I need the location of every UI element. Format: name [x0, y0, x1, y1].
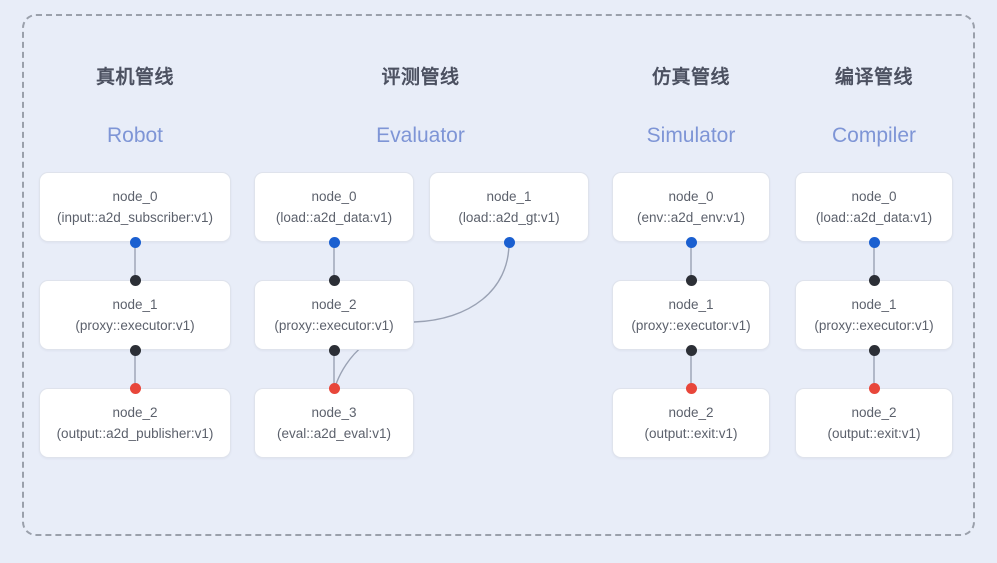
node-simulator-2[interactable]: node_2 (output::exit:v1) [612, 388, 770, 458]
node-simulator-1[interactable]: node_1 (proxy::executor:v1) [612, 280, 770, 350]
node-label-type: (output::a2d_publisher:v1) [56, 426, 214, 441]
node-label-name: node_3 [311, 405, 357, 420]
node-label-type: (load::a2d_gt:v1) [458, 210, 560, 225]
node-label-name: node_0 [112, 189, 158, 204]
node-robot-1[interactable]: node_1 (proxy::executor:v1) [39, 280, 231, 350]
port-input-robot-1[interactable] [130, 275, 141, 286]
column-title-cn-simulator: 仿真管线 [651, 67, 730, 88]
node-compiler-1[interactable]: node_1 (proxy::executor:v1) [795, 280, 953, 350]
node-label-name: node_1 [668, 297, 714, 312]
column-title-cn-compiler: 编译管线 [834, 67, 913, 88]
column-title-en-compiler: Compiler [831, 124, 917, 147]
node-label-name: node_0 [851, 189, 897, 204]
node-label-name: node_2 [112, 405, 158, 420]
node-label-name: node_2 [311, 297, 357, 312]
port-input-robot-2[interactable] [130, 383, 141, 394]
node-label-type: (proxy::executor:v1) [274, 318, 394, 333]
node-evaluator-3[interactable]: node_3 (eval::a2d_eval:v1) [254, 388, 414, 458]
port-input-compiler-1[interactable] [869, 275, 880, 286]
node-label-type: (load::a2d_data:v1) [815, 210, 933, 225]
port-output-evaluator-0[interactable] [329, 237, 340, 248]
node-label-type: (proxy::executor:v1) [75, 318, 195, 333]
port-output-simulator-0[interactable] [686, 237, 697, 248]
port-input-simulator-1[interactable] [686, 275, 697, 286]
port-output-robot-1[interactable] [130, 345, 141, 356]
node-label-type: (input::a2d_subscriber:v1) [56, 210, 214, 225]
pipeline-group-frame [22, 14, 975, 536]
node-label-type: (proxy::executor:v1) [631, 318, 751, 333]
node-label-name: node_0 [668, 189, 714, 204]
column-title-en-robot: Robot [106, 124, 164, 147]
port-output-simulator-1[interactable] [686, 345, 697, 356]
node-label-type: (output::exit:v1) [827, 426, 921, 441]
column-title-en-simulator: Simulator [646, 124, 736, 147]
port-output-evaluator-2[interactable] [329, 345, 340, 356]
port-input-compiler-2[interactable] [869, 383, 880, 394]
port-output-evaluator-1[interactable] [504, 237, 515, 248]
port-output-compiler-1[interactable] [869, 345, 880, 356]
node-label-name: node_1 [112, 297, 158, 312]
column-title-cn-robot: 真机管线 [95, 67, 174, 88]
port-output-robot-0[interactable] [130, 237, 141, 248]
node-compiler-2[interactable]: node_2 (output::exit:v1) [795, 388, 953, 458]
node-simulator-0[interactable]: node_0 (env::a2d_env:v1) [612, 172, 770, 242]
column-title-cn-evaluator: 评测管线 [381, 67, 460, 88]
node-label-name: node_1 [851, 297, 897, 312]
node-label-name: node_2 [668, 405, 714, 420]
node-label-type: (output::exit:v1) [644, 426, 738, 441]
port-input-simulator-2[interactable] [686, 383, 697, 394]
node-evaluator-0[interactable]: node_0 (load::a2d_data:v1) [254, 172, 414, 242]
column-title-en-evaluator: Evaluator [376, 124, 465, 147]
node-evaluator-1[interactable]: node_1 (load::a2d_gt:v1) [429, 172, 589, 242]
node-label-name: node_0 [311, 189, 357, 204]
port-input-evaluator-3[interactable] [329, 383, 340, 394]
node-robot-0[interactable]: node_0 (input::a2d_subscriber:v1) [39, 172, 231, 242]
node-label-type: (proxy::executor:v1) [814, 318, 934, 333]
node-compiler-0[interactable]: node_0 (load::a2d_data:v1) [795, 172, 953, 242]
node-label-type: (eval::a2d_eval:v1) [276, 426, 392, 441]
node-evaluator-2[interactable]: node_2 (proxy::executor:v1) [254, 280, 414, 350]
node-label-type: (load::a2d_data:v1) [275, 210, 393, 225]
port-output-compiler-0[interactable] [869, 237, 880, 248]
node-label-type: (env::a2d_env:v1) [636, 210, 746, 225]
node-robot-2[interactable]: node_2 (output::a2d_publisher:v1) [39, 388, 231, 458]
node-label-name: node_1 [486, 189, 532, 204]
port-input-evaluator-2[interactable] [329, 275, 340, 286]
node-label-name: node_2 [851, 405, 897, 420]
